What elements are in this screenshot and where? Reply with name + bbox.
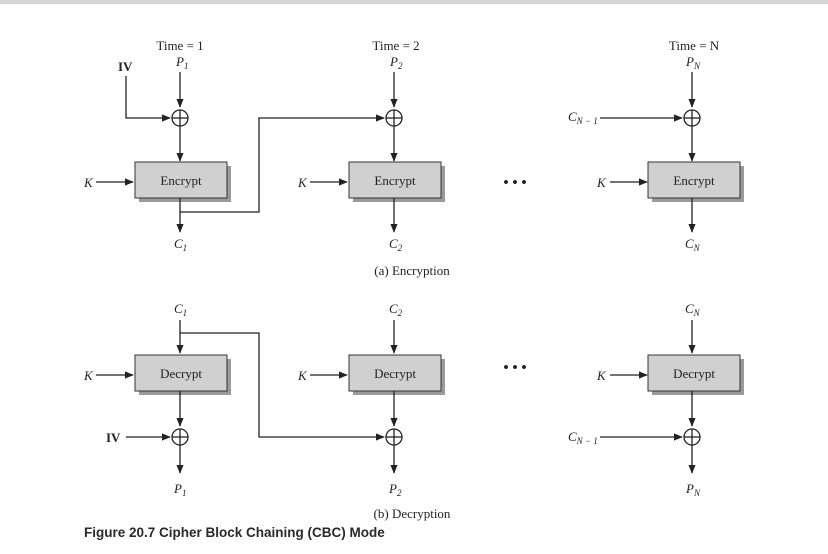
encrypt-block-n: Encrypt bbox=[647, 161, 744, 202]
enc-xor-n-icon bbox=[683, 109, 701, 127]
enc-plaintext-1-label: P1 bbox=[175, 54, 188, 71]
dec-plaintext-1-label: P1 bbox=[173, 481, 186, 498]
dec-ciphertext-2-label: C2 bbox=[389, 301, 403, 318]
enc-ciphertext-2-label: C2 bbox=[389, 236, 403, 253]
dec-chain-arrow bbox=[180, 332, 385, 441]
dec-ciphertext-1-label: C1 bbox=[174, 301, 187, 318]
enc-chain-arrow bbox=[180, 114, 385, 213]
time-label-n: Time = N bbox=[669, 38, 720, 53]
dec-prev-cipher-label: CN − 1 bbox=[568, 429, 598, 446]
encrypt-block-2: Encrypt bbox=[348, 161, 445, 202]
enc-iv-arrow bbox=[125, 76, 171, 122]
enc-ciphertext-n-label: CN bbox=[685, 236, 701, 253]
dec-plaintext-2-label: P2 bbox=[388, 481, 402, 498]
enc-plaintext-2-label: P2 bbox=[389, 54, 403, 71]
encryption-caption: (a) Encryption bbox=[374, 263, 450, 278]
enc-ellipsis: • • • bbox=[503, 175, 526, 191]
decrypt-block-2: Decrypt bbox=[348, 354, 445, 395]
decrypt-block-2-label: Decrypt bbox=[374, 366, 416, 381]
decrypt-block-n-label: Decrypt bbox=[673, 366, 715, 381]
encrypt-block-1-label: Encrypt bbox=[160, 173, 202, 188]
dec-xor-1-icon bbox=[171, 428, 189, 446]
dec-key-label-n: K bbox=[596, 368, 607, 383]
time-label-2: Time = 2 bbox=[372, 38, 419, 53]
enc-prev-cipher-label: CN − 1 bbox=[568, 109, 598, 126]
dec-plaintext-n-label: PN bbox=[685, 481, 701, 498]
enc-iv-label: IV bbox=[118, 59, 133, 74]
figure-caption: Figure 20.7 Cipher Block Chaining (CBC) … bbox=[84, 525, 385, 540]
enc-xor-2-icon bbox=[385, 109, 403, 127]
enc-key-label-1: K bbox=[83, 175, 94, 190]
encrypt-block-2-label: Encrypt bbox=[374, 173, 416, 188]
decrypt-block-1: Decrypt bbox=[134, 354, 231, 395]
dec-ciphertext-n-label: CN bbox=[685, 301, 701, 318]
time-label-1: Time = 1 bbox=[156, 38, 203, 53]
dec-key-label-2: K bbox=[297, 368, 308, 383]
encrypt-block-1: Encrypt bbox=[134, 161, 231, 202]
enc-ciphertext-1-label: C1 bbox=[174, 236, 187, 253]
enc-plaintext-n-label: PN bbox=[685, 54, 701, 71]
dec-xor-2-icon bbox=[385, 428, 403, 446]
decrypt-block-n: Decrypt bbox=[647, 354, 744, 395]
enc-key-label-2: K bbox=[297, 175, 308, 190]
dec-key-label-1: K bbox=[83, 368, 94, 383]
dec-iv-label: IV bbox=[106, 430, 121, 445]
dec-xor-n-icon bbox=[683, 428, 701, 446]
encrypt-block-n-label: Encrypt bbox=[673, 173, 715, 188]
decryption-caption: (b) Decryption bbox=[374, 506, 451, 521]
enc-key-label-n: K bbox=[596, 175, 607, 190]
top-border bbox=[0, 0, 828, 4]
decrypt-block-1-label: Decrypt bbox=[160, 366, 202, 381]
enc-xor-1-icon bbox=[171, 109, 189, 127]
dec-ellipsis: • • • bbox=[503, 360, 526, 376]
